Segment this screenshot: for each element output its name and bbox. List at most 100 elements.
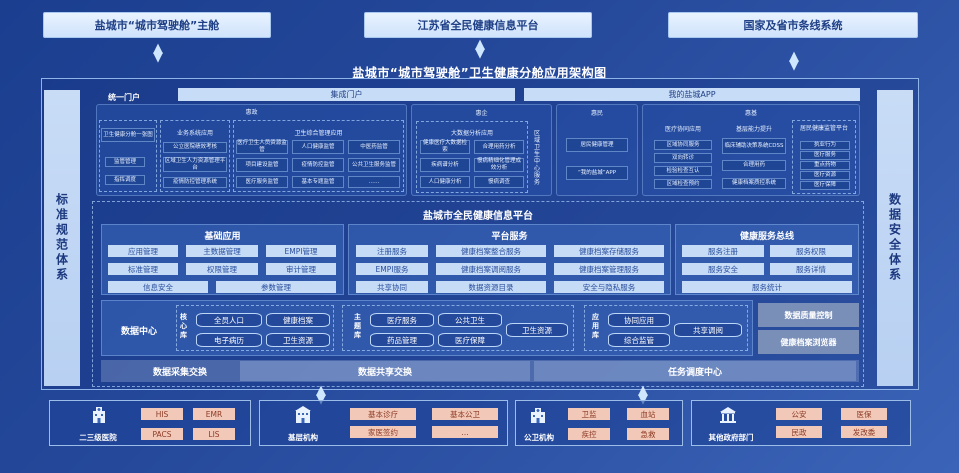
theme-db-item[interactable]: 医疗服务	[370, 313, 434, 327]
biz-item[interactable]: 人口健康分析	[420, 176, 470, 188]
gov-col2-item[interactable]: 公立医院绩效考核	[163, 142, 227, 153]
core-db-health-record[interactable]: 健康档案	[266, 313, 330, 327]
theme-db-item[interactable]: 公共卫生	[438, 313, 502, 327]
core-db-group	[176, 305, 334, 351]
basic-app-item[interactable]: 参数管理	[216, 281, 336, 293]
biz-item[interactable]: 慢病精细化管理成效分析	[474, 158, 524, 172]
theme-db-item[interactable]: 卫生资源	[506, 323, 568, 337]
service-bus-item[interactable]: 服务注册	[682, 245, 764, 257]
platform-service-item[interactable]: EMPI服务	[356, 263, 428, 275]
basic-app-item[interactable]: 标准管理	[108, 263, 178, 275]
biz-item[interactable]: 疾病谱分析	[420, 158, 470, 172]
app-db-item[interactable]: 协同应用	[608, 313, 670, 327]
top-box-provincial-platform: 江苏省全民健康信息平台	[364, 12, 592, 38]
source-tag[interactable]: 公安	[776, 408, 822, 420]
bidirectional-arrow-icon: ▲▼	[153, 41, 163, 65]
theme-db-item[interactable]: 药品管理	[370, 333, 434, 347]
platform-service-item[interactable]: 安全与隐私服务	[554, 281, 664, 293]
gov-col3-item[interactable]: 公共卫生服务监管	[348, 158, 400, 172]
gov-col3-item[interactable]: 人口健康监管	[292, 140, 344, 154]
platform-service-item[interactable]: 注册服务	[356, 245, 428, 257]
gov-col3-item[interactable]: 疫情防控监管	[292, 158, 344, 172]
platform-service-item[interactable]: 健康档案存储服务	[554, 245, 664, 257]
source-tag[interactable]: 基本诊疗	[350, 408, 416, 420]
bidirectional-arrow-icon: ▲▼	[789, 49, 799, 73]
source-tag[interactable]: 发改委	[841, 426, 887, 438]
source-tag[interactable]: LIS	[193, 428, 235, 440]
biz-item[interactable]: 慢病调查	[474, 176, 524, 188]
basic-app-item[interactable]: 信息安全	[108, 281, 208, 293]
biz-item[interactable]: 健康医疗大数据检索	[420, 140, 470, 154]
gov-col2-item[interactable]: 疫情防控管理系统	[163, 177, 227, 188]
theme-db-item[interactable]: 医疗保障	[438, 333, 502, 347]
people-item[interactable]: “我的盐城”APP	[566, 166, 628, 180]
platform-service-item[interactable]: 数据资源目录	[436, 281, 546, 293]
source-tag[interactable]: 民政	[776, 426, 822, 438]
grassroots-col3-item[interactable]: 医疗服务	[800, 151, 850, 160]
gov-col3-title: 卫生综合管理应用	[294, 130, 343, 137]
data-quality-control[interactable]: 数据质量控制	[758, 303, 859, 327]
grassroots-col2-item[interactable]: 临床辅助决策系统CDSS	[722, 138, 786, 154]
service-bus-item[interactable]: 服务安全	[682, 263, 764, 275]
core-db-population[interactable]: 全员人口	[196, 313, 262, 327]
gov-col2-group	[160, 120, 230, 192]
gov-col3-item[interactable]: 中医药监管	[348, 140, 400, 154]
grassroots-panel-title: 惠基	[744, 110, 757, 117]
platform-service-item[interactable]: 健康档案调阅服务	[436, 263, 546, 275]
basic-app-item[interactable]: EMPI管理	[266, 245, 336, 257]
gov-col3-item[interactable]: 基本专题监管	[292, 176, 344, 188]
biz-item[interactable]: 合理用药分析	[474, 140, 524, 154]
app-db-item[interactable]: 综合监管	[608, 333, 670, 347]
people-item[interactable]: 居民健康管理	[566, 138, 628, 152]
grassroots-col3-item[interactable]: 重点药物	[800, 161, 850, 170]
basic-app-item[interactable]: 权限管理	[186, 263, 258, 275]
platform-service-item[interactable]: 共享协同	[356, 281, 428, 293]
grassroots-col1-item[interactable]: 区域协同服务	[654, 140, 712, 150]
source-tag[interactable]: 家医签约	[350, 426, 416, 438]
gov-col3-item[interactable]: ……	[348, 176, 400, 188]
gov-col3-item[interactable]: 医疗卫生人员资源监管	[236, 140, 288, 154]
basic-app-item[interactable]: 应用管理	[108, 245, 178, 257]
health-record-browser[interactable]: 健康档案浏览器	[758, 330, 859, 354]
service-bus-item[interactable]: 服务统计	[682, 281, 852, 293]
grassroots-col3-item[interactable]: 医疗保障	[800, 181, 850, 190]
grassroots-col1-item[interactable]: 检验检查互认	[654, 166, 712, 176]
core-db-emr[interactable]: 电子病历	[196, 333, 262, 347]
app-db-label: 应用库	[592, 313, 599, 339]
source-tag[interactable]: 卫监	[568, 408, 610, 420]
source-tag[interactable]: …	[432, 426, 498, 438]
gov-col1-group	[99, 120, 157, 192]
top-box-main-cockpit: 盐城市“城市驾驶舱”主舱	[43, 12, 271, 38]
core-db-resources[interactable]: 卫生资源	[266, 333, 330, 347]
platform-service-item[interactable]: 健康档案整合服务	[436, 245, 546, 257]
source-tag[interactable]: EMR	[193, 408, 235, 420]
source-tag[interactable]: PACS	[141, 428, 183, 440]
grassroots-col3-item[interactable]: 医疗资源	[800, 171, 850, 180]
source-tag[interactable]: 基本公卫	[432, 408, 498, 420]
platform-frame	[92, 201, 864, 387]
app-db-item[interactable]: 共享调阅	[674, 323, 742, 337]
grassroots-col2-item[interactable]: 合理用药	[722, 160, 786, 171]
gov-col2-item[interactable]: 区域卫生人力资源管理平台	[163, 157, 227, 172]
source-tag[interactable]: 医保	[841, 408, 887, 420]
gov-col3-group	[233, 120, 404, 192]
gov-supervision[interactable]: 监管管理	[105, 157, 145, 167]
gov-dispatch[interactable]: 指挥调度	[105, 175, 145, 185]
grassroots-col2-item[interactable]: 健康档案质控系统	[722, 178, 786, 189]
platform-service-item[interactable]: 健康档案管理服务	[554, 263, 664, 275]
source-tag[interactable]: 血站	[627, 408, 669, 420]
grassroots-col1-item[interactable]: 区域检查预约	[654, 179, 712, 189]
basic-app-item[interactable]: 主数据管理	[186, 245, 258, 257]
source-tag[interactable]: 急救	[627, 428, 669, 440]
service-bus-item[interactable]: 服务权限	[770, 245, 852, 257]
basic-app-item[interactable]: 审计管理	[266, 263, 336, 275]
gov-col3-item[interactable]: 医疗服务监管	[236, 176, 288, 188]
gov-col3-item[interactable]: 项目建设监管	[236, 158, 288, 172]
basic-apps-title: 基础应用	[204, 232, 241, 242]
grassroots-col3-item[interactable]: 执业行为	[800, 141, 850, 150]
service-bus-item[interactable]: 服务详情	[770, 263, 852, 275]
grassroots-col1-item[interactable]: 双向转诊	[654, 153, 712, 163]
gov-one-map[interactable]: 卫生健康分舱一张图	[101, 128, 155, 142]
source-tag[interactable]: 疾控	[568, 428, 610, 440]
source-tag[interactable]: HIS	[141, 408, 183, 420]
